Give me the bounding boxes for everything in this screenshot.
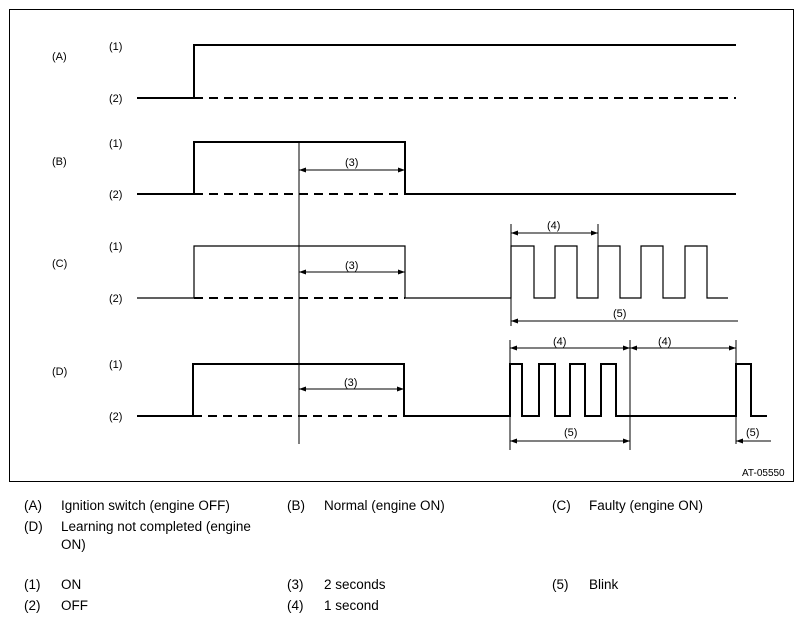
level-label-off-d: (2) [109,411,122,423]
level-label-on-b: (1) [109,138,122,150]
figure-code: AT-05550 [742,468,785,479]
interval-label-2s-b: (3) [345,157,358,169]
legend-key: (3) [287,577,304,592]
legend-text: OFF [61,598,88,613]
legend-text: Ignition switch (engine OFF) [61,498,230,513]
legend-key: (D) [24,519,43,534]
legend-key: (B) [287,498,305,513]
legend-key: (4) [287,598,304,613]
legend-text: Normal (engine ON) [324,498,445,513]
level-label-on-c: (1) [109,241,122,253]
graph-label-b: (B) [52,156,67,168]
signal-a [137,44,736,99]
interval-label-blink-d2: (5) [746,427,759,439]
interval-label-blink-d1: (5) [564,427,577,439]
graph-label-d: (D) [52,366,67,378]
interval-label-blink-c: (5) [613,308,626,320]
legend-text: Learning not completed (engine ON) [61,519,251,552]
interval-label-1s-d2: (4) [658,336,671,348]
diagram-frame [9,9,794,482]
level-label-off-a: (2) [109,93,122,105]
legend-key: (1) [24,577,41,592]
level-label-off-c: (2) [109,293,122,305]
legend-key: (C) [552,498,571,513]
legend-text: Faulty (engine ON) [589,498,704,513]
legend-text: Blink [589,577,619,592]
interval-label-1s-c: (4) [547,220,560,232]
level-label-on-a: (1) [109,41,122,53]
interval-label-1s-d1: (4) [553,336,566,348]
signal-c [137,245,728,299]
legend-text: 2 seconds [324,577,386,592]
graph-label-a: (A) [52,51,67,63]
legend-text: 1 second [324,598,379,613]
interval-label-2s-c: (3) [345,260,358,272]
legend-key: (5) [552,577,569,592]
legend-key: (A) [24,498,42,513]
graph-label-c: (C) [52,258,67,270]
signal-d [137,363,767,417]
legend-key: (2) [24,598,41,613]
interval-label-2s-d: (3) [344,377,357,389]
level-label-on-d: (1) [109,359,122,371]
level-label-off-b: (2) [109,189,122,201]
legend-text: ON [61,577,82,592]
